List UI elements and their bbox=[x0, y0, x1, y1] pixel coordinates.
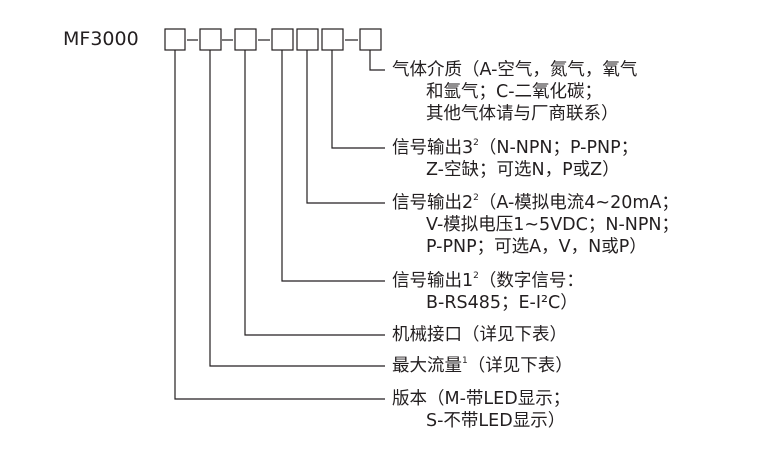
item-detail: P-PNP；可选A，V，N或P） bbox=[426, 237, 647, 257]
item-detail: Z-空缺；可选N，P或Z） bbox=[426, 160, 620, 180]
item-label: 机械接口 bbox=[392, 325, 462, 345]
code-box-mechanical-interface bbox=[234, 28, 257, 51]
footnote-mark: 2 bbox=[473, 138, 479, 149]
footnote-mark: 2 bbox=[473, 193, 479, 204]
leader-line-signal-output-2 bbox=[306, 50, 385, 204]
model-prefix: MF3000 bbox=[63, 28, 139, 50]
item-detail: （M-带LED显示； bbox=[427, 389, 571, 409]
footnote-mark: 2 bbox=[473, 271, 479, 282]
code-box-max-flow bbox=[199, 28, 222, 51]
item-detail: 其他气体请与厂商联系） bbox=[426, 104, 619, 124]
leader-line-signal-output-3 bbox=[331, 50, 385, 149]
item-label: 信号输出1 bbox=[392, 271, 474, 291]
leader-line-version bbox=[174, 50, 385, 400]
code-box-signal-output-1 bbox=[271, 28, 294, 51]
item-label: 气体介质 bbox=[392, 60, 462, 80]
item-label: 信号输出2 bbox=[392, 193, 474, 213]
item-detail: （详见下表） bbox=[462, 325, 567, 345]
item-label: 信号输出3 bbox=[392, 138, 474, 158]
item-detail: B-RS485；E-I²C） bbox=[426, 293, 578, 313]
item-detail: （详见下表） bbox=[467, 356, 573, 376]
code-box-gas-medium bbox=[359, 28, 382, 51]
item-label: 版本 bbox=[392, 389, 427, 409]
leader-line-signal-output-1 bbox=[281, 50, 385, 282]
code-box-signal-output-3 bbox=[321, 28, 344, 51]
item-detail: （N-NPN；P-PNP； bbox=[478, 138, 639, 158]
leader-line-gas-medium bbox=[369, 50, 385, 71]
item-detail: S-不带LED显示） bbox=[426, 411, 566, 431]
footnote-mark: 1 bbox=[462, 356, 468, 367]
leader-line-mechanical-interface bbox=[244, 50, 385, 336]
item-detail: V-模拟电压1~5VDC；N-NPN； bbox=[426, 215, 679, 235]
item-detail: （数字信号： bbox=[478, 271, 584, 291]
item-label: 最大流量 bbox=[392, 356, 462, 376]
code-box-version bbox=[164, 28, 186, 51]
item-detail: （A-模拟电流4~20mA； bbox=[478, 193, 679, 213]
code-box-signal-output-2 bbox=[296, 28, 319, 51]
item-detail: 和氩气；C-二氧化碳； bbox=[426, 82, 603, 102]
item-detail: （A-空气，氮气，氧气 bbox=[462, 60, 638, 80]
leader-line-max-flow bbox=[209, 50, 385, 367]
